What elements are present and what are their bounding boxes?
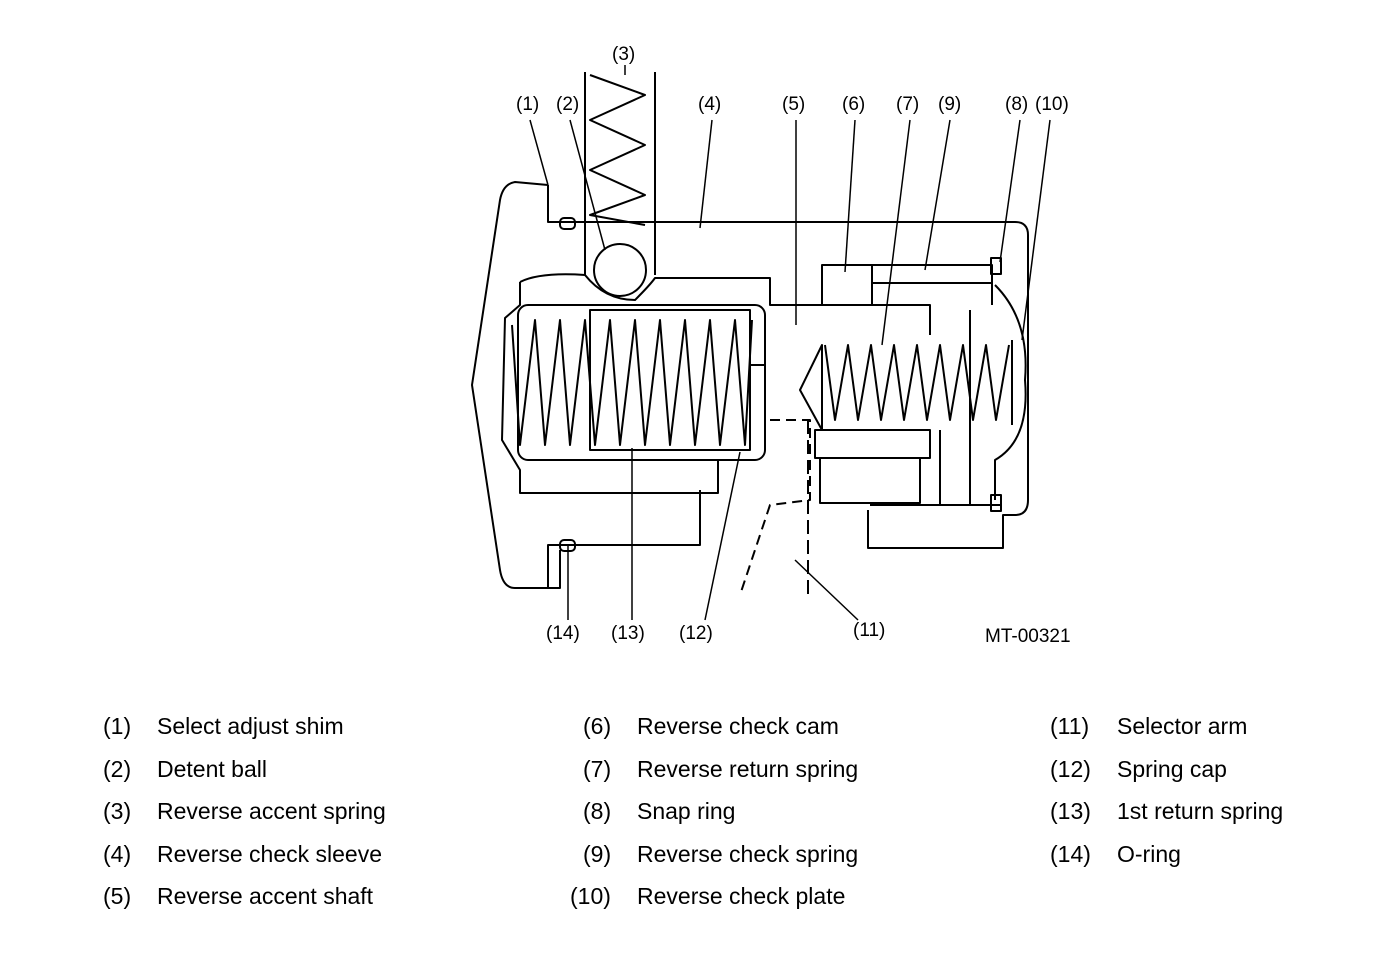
exploded-diagram: (1) (2) (3) (4) (5) (6) (7) (9) (8) (10)… [471, 44, 1071, 647]
housing-top [547, 185, 1029, 516]
callout-1: (1) [516, 94, 539, 115]
legend-label: Reverse check spring [637, 840, 859, 867]
legend-number: (6) [583, 713, 612, 739]
legend-item: (10) Reverse check plate [540, 875, 960, 918]
legend-column-3: (11) Selector arm (12) Spring cap (13) 1st … [1020, 705, 1360, 875]
callout-6: (6) [842, 94, 865, 115]
legend-column-2: (6) Reverse check cam (7) Reverse return s… [540, 705, 960, 918]
legend-item: (1) Select adjust shim [0, 705, 420, 748]
legend-number: (9) [583, 840, 612, 867]
legend-item: (6) Reverse check cam [540, 705, 960, 748]
legend-label: O-ring [1117, 840, 1181, 867]
callout-2: (2) [556, 94, 579, 115]
legend-item: (7) Reverse return spring [540, 748, 960, 791]
legend-item: (8) Snap ring [540, 790, 960, 833]
legend-label: Reverse check cam [637, 713, 839, 739]
legend-number: (11) [1050, 713, 1090, 739]
callout-7: (7) [896, 94, 919, 115]
first-return-spring [511, 319, 753, 446]
legend-label: Detent ball [157, 755, 267, 782]
reverse-return-spring [799, 344, 823, 431]
legend-number: (4) [103, 840, 132, 867]
legend-number: (7) [583, 755, 612, 782]
legend-label: Reverse check sleeve [157, 840, 382, 867]
parts-legend: (1) Select adjust shim (2) Detent ball (3)… [0, 705, 1376, 945]
legend-number: (13) [1050, 798, 1091, 824]
legend-number: (2) [103, 755, 132, 782]
legend-label: Selector arm [1117, 713, 1248, 739]
legend-item: (9) Reverse check spring [540, 833, 960, 876]
legend-number: (14) [1050, 840, 1091, 867]
legend-label: Select adjust shim [157, 713, 344, 739]
legend-item: (3) Reverse accent spring [0, 790, 420, 833]
legend-number: (10) [570, 883, 611, 909]
figure-id: MT-00321 [985, 626, 1071, 647]
legend-item: (4) Reverse check sleeve [0, 833, 420, 876]
selector-arm [739, 419, 811, 596]
callout-8: (8) [1005, 94, 1028, 115]
callout-12: (12) [679, 623, 713, 644]
legend-number: (12) [1050, 755, 1091, 782]
legend-item: (12) Spring cap [1020, 748, 1360, 791]
legend-label: Reverse accent shaft [157, 883, 374, 909]
housing-outline [471, 181, 561, 589]
callout-5: (5) [782, 94, 805, 115]
legend-label: 1st return spring [1117, 798, 1284, 824]
callout-3: (3) [612, 44, 635, 65]
o-ring-top [559, 217, 576, 230]
callout-10: (10) [1035, 94, 1069, 115]
legend-number: (5) [103, 883, 132, 909]
legend-item: (13) 1st return spring [1020, 790, 1360, 833]
legend-label: Snap ring [637, 798, 736, 824]
legend-item: (2) Detent ball [0, 748, 420, 791]
legend-number: (3) [103, 798, 132, 824]
callout-11: (11) [853, 620, 885, 641]
legend-number: (8) [583, 798, 612, 824]
legend-label: Spring cap [1117, 755, 1227, 782]
reverse-check-plate [994, 284, 1027, 500]
legend-label: Reverse return spring [637, 755, 859, 782]
legend-item: (5) Reverse accent shaft [0, 875, 420, 918]
detent-ball [593, 243, 647, 297]
housing-lower-left [547, 490, 701, 588]
legend-number: (1) [103, 713, 132, 739]
legend-item: (14) O-ring [1020, 833, 1360, 876]
legend-label: Reverse accent spring [157, 798, 386, 824]
spring-cap [501, 282, 719, 494]
legend-item: (11) Selector arm [1020, 705, 1360, 748]
callout-14: (14) [546, 623, 580, 644]
reverse-accent-spring [589, 74, 646, 226]
reverse-check-cam [821, 264, 873, 306]
legend-column-1: (1) Select adjust shim (2) Detent ball (3)… [0, 705, 420, 918]
callout-9: (9) [938, 94, 961, 115]
legend-label: Reverse check plate [637, 883, 846, 909]
callout-13: (13) [611, 623, 645, 644]
snap-ring-top [990, 257, 1002, 275]
housing-lower-right [867, 510, 1015, 549]
callout-4: (4) [698, 94, 721, 115]
